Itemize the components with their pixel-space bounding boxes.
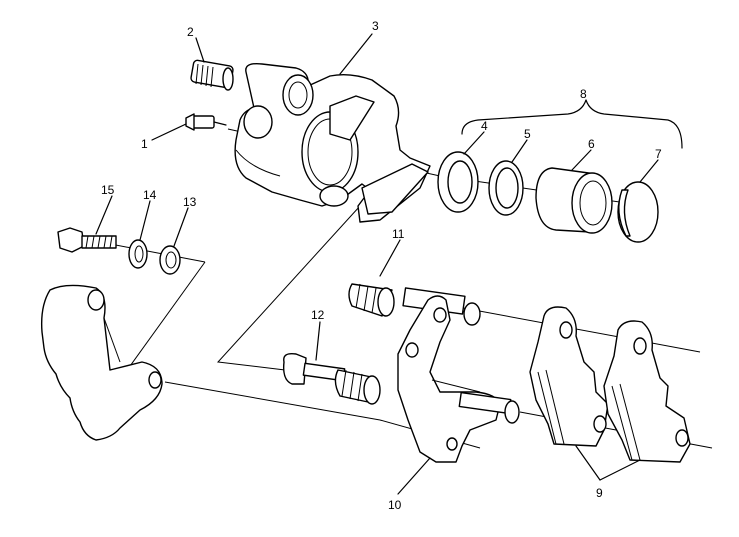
flat-washer bbox=[159, 245, 181, 275]
callout-5: 5 bbox=[524, 127, 531, 141]
callout-8: 8 bbox=[580, 87, 587, 101]
callout-13: 13 bbox=[183, 195, 197, 209]
leader-lines bbox=[95, 33, 659, 495]
slide-pin-boot-lower bbox=[334, 369, 381, 405]
callout-3: 3 bbox=[372, 19, 379, 33]
callout-14: 14 bbox=[143, 188, 157, 202]
callout-9: 9 bbox=[596, 486, 603, 500]
piston-seal bbox=[437, 151, 479, 213]
callout-1: 1 bbox=[141, 137, 148, 151]
bleed-screw bbox=[190, 59, 234, 91]
callout-10: 10 bbox=[388, 498, 402, 512]
piston bbox=[535, 167, 613, 234]
mounting-bolt bbox=[57, 227, 117, 253]
piston-cap bbox=[617, 181, 659, 243]
callout-6: 6 bbox=[588, 137, 595, 151]
callout-4: 4 bbox=[481, 119, 488, 133]
callout-12: 12 bbox=[311, 308, 325, 322]
dust-seal bbox=[488, 160, 524, 216]
callout-15: 15 bbox=[101, 183, 115, 197]
slide-pin bbox=[282, 352, 346, 385]
callout-2: 2 bbox=[187, 25, 194, 39]
callout-labels: 1 2 3 4 5 6 7 8 9 10 11 12 13 14 15 bbox=[101, 19, 662, 512]
group-bracket-8 bbox=[461, 99, 683, 149]
caliper-body bbox=[234, 62, 431, 223]
callout-7: 7 bbox=[655, 147, 662, 161]
brake-pad-inner bbox=[529, 306, 609, 447]
slide-pin-boot-upper bbox=[348, 283, 481, 326]
brake-pad-outer bbox=[603, 320, 691, 463]
mounting-arm bbox=[40, 284, 163, 441]
lock-washer bbox=[128, 239, 148, 269]
callout-11: 11 bbox=[392, 227, 405, 241]
bleeder-fitting bbox=[185, 113, 227, 131]
caliper-bracket bbox=[397, 295, 520, 463]
